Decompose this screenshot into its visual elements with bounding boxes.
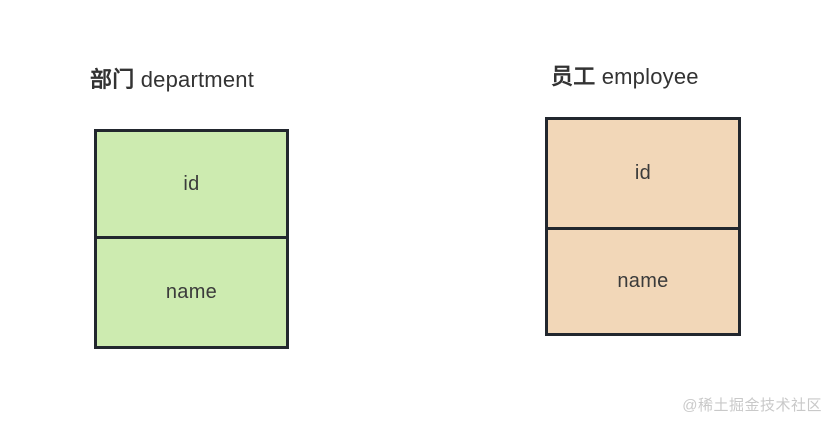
entity-title-employee-latin: employee — [601, 64, 699, 89]
entity-title-department: 部门 department — [90, 69, 254, 91]
entity-box-department: id name — [94, 129, 289, 349]
entity-title-employee-cjk: 员工 — [551, 64, 596, 89]
entity-title-employee: 员工 employee — [551, 66, 699, 88]
entity-field-department-name: name — [97, 236, 286, 346]
entity-box-employee: id name — [545, 117, 741, 336]
entity-field-employee-id: id — [634, 162, 652, 184]
entity-title-department-latin: department — [140, 67, 255, 92]
entity-title-department-cjk: 部门 — [90, 67, 135, 92]
entity-field-department-id: id — [183, 172, 200, 195]
entity-field-employee-name: name — [548, 227, 738, 333]
watermark: @稀土掘金技术社区 — [682, 397, 822, 414]
